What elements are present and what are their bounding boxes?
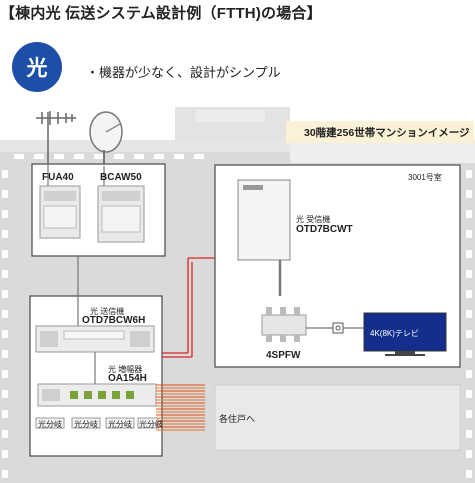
tv-icon	[363, 312, 447, 356]
tv-label: 4K(8K)テレビ	[370, 329, 419, 338]
signal-lines	[162, 257, 215, 358]
receiver-type-label: 光 受信機	[296, 215, 331, 224]
residence-area	[214, 384, 461, 451]
optical-splitter-label-1: 光分岐	[38, 420, 62, 429]
coax-links	[47, 165, 105, 384]
optical-splitter-label-3: 光分岐	[108, 420, 132, 429]
headend-panel	[31, 163, 166, 257]
bs-dish-icon	[89, 111, 123, 166]
equipment-panel	[29, 295, 163, 457]
room-label: 3001号室	[408, 173, 442, 182]
hikari-badge: 光	[12, 42, 62, 92]
optical-splitter-label-2: 光分岐	[74, 420, 98, 429]
fua40-label: FUA40	[42, 172, 74, 183]
page-title: 【棟内光 伝送システム設計例（FTTH)の場合】	[0, 5, 322, 22]
feature-bullet: ・機器が少なく、設計がシンプル	[86, 65, 281, 80]
receiver-model-label: OTD7BCWT	[296, 224, 353, 235]
optical-splitter-label-4: 光分岐	[139, 420, 163, 429]
bcaw50-label: BCAW50	[100, 172, 142, 183]
amplifier-type-label: 光 増幅器	[108, 365, 143, 374]
fan-out-lines	[156, 384, 205, 431]
splitter-icon	[261, 307, 307, 342]
splitter-label: 4SPFW	[266, 350, 301, 361]
amplifier-model-label: OA154H	[108, 373, 147, 384]
transmitter-type-label: 光 送信機	[90, 307, 125, 316]
to-residences-label: 各住戸へ	[219, 414, 256, 424]
transmitter-model-label: OTD7BCW6H	[82, 315, 146, 326]
building-caption-text: 30階建256世帯マンションイメージ	[304, 127, 470, 139]
building-caption: 30階建256世帯マンションイメージ	[286, 121, 474, 143]
room-panel	[214, 164, 461, 368]
uhf-antenna-icon	[36, 111, 76, 165]
